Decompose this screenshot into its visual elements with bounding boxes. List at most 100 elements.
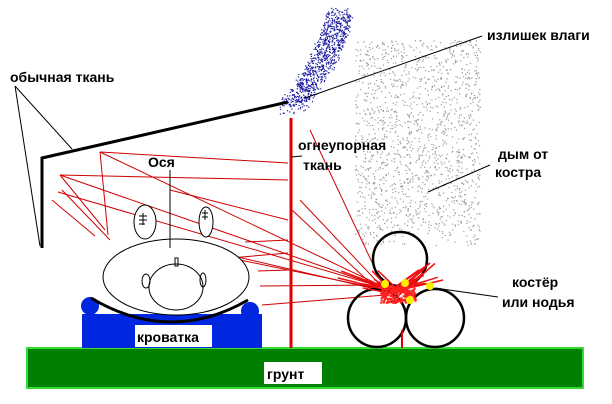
dot (413, 49, 415, 51)
dot (299, 84, 301, 86)
dot (432, 183, 434, 185)
dot (297, 80, 299, 82)
dot (386, 190, 388, 192)
heat-ray (261, 294, 386, 306)
dot (377, 203, 379, 205)
dot (315, 70, 317, 72)
dot (456, 98, 458, 101)
dot (394, 170, 397, 172)
dot (343, 18, 345, 20)
dot (320, 69, 322, 71)
dot (405, 214, 407, 216)
dot (389, 78, 392, 80)
dot (358, 173, 360, 175)
dot (459, 77, 461, 79)
dot (306, 79, 308, 81)
dot (362, 196, 364, 198)
dot (339, 39, 342, 42)
dot (431, 49, 433, 51)
dot (456, 169, 458, 171)
dot (326, 42, 328, 44)
dot (355, 112, 358, 114)
dot (339, 10, 341, 13)
dot (399, 78, 401, 80)
dot (468, 213, 470, 216)
dot (297, 83, 299, 85)
dot (458, 189, 461, 191)
dot (439, 155, 442, 158)
dot (454, 60, 456, 62)
dot (355, 81, 357, 83)
bed-label: кроватка (137, 329, 199, 345)
dot (394, 158, 396, 160)
dot (440, 124, 442, 126)
dot (380, 179, 383, 181)
dot (449, 104, 452, 106)
dot (435, 80, 437, 83)
dot (391, 41, 393, 43)
dot (410, 103, 412, 105)
dot (426, 179, 428, 182)
dot (423, 106, 425, 108)
dot (364, 197, 366, 199)
dot (321, 79, 323, 81)
dot (368, 168, 370, 170)
dot (380, 78, 382, 81)
dot (359, 223, 361, 225)
dot (310, 53, 313, 55)
dot (431, 89, 433, 91)
dot (400, 182, 402, 185)
dot (470, 204, 473, 206)
dot (417, 87, 419, 89)
dot (326, 70, 328, 72)
dot (442, 205, 445, 207)
dot (440, 62, 443, 64)
dot (404, 122, 406, 124)
dot (283, 105, 285, 107)
dot (362, 238, 364, 240)
dot (292, 104, 294, 106)
dot (394, 126, 396, 128)
dot (468, 115, 470, 117)
dot (424, 203, 427, 205)
dot (292, 105, 294, 107)
dot (407, 140, 410, 142)
dot (391, 301, 394, 304)
dot (479, 174, 481, 176)
dot (432, 146, 435, 149)
dot (346, 23, 348, 25)
dot (332, 49, 335, 51)
dot (328, 24, 330, 26)
dot (355, 135, 357, 137)
dot (304, 100, 306, 102)
dot (454, 225, 456, 227)
dot (379, 74, 382, 76)
dot (409, 293, 412, 296)
dot (451, 136, 454, 138)
dot (438, 62, 440, 64)
dot (313, 95, 316, 97)
dot (335, 33, 337, 35)
dot (394, 188, 396, 190)
dot (434, 157, 436, 159)
dot (409, 162, 411, 165)
dot (337, 10, 339, 12)
dot (431, 85, 434, 87)
dot (323, 40, 325, 42)
dot (376, 151, 379, 153)
dot (451, 191, 453, 194)
dot (396, 43, 398, 45)
dot (326, 33, 328, 35)
dot (427, 171, 429, 173)
dot (342, 35, 344, 37)
dot (413, 296, 416, 299)
dot (407, 182, 409, 185)
dot (391, 196, 393, 198)
dot (435, 129, 437, 131)
dot (408, 78, 411, 80)
dot (314, 54, 316, 56)
dot (371, 116, 374, 119)
dot (342, 16, 344, 19)
dot (376, 212, 378, 214)
dot (450, 165, 452, 167)
